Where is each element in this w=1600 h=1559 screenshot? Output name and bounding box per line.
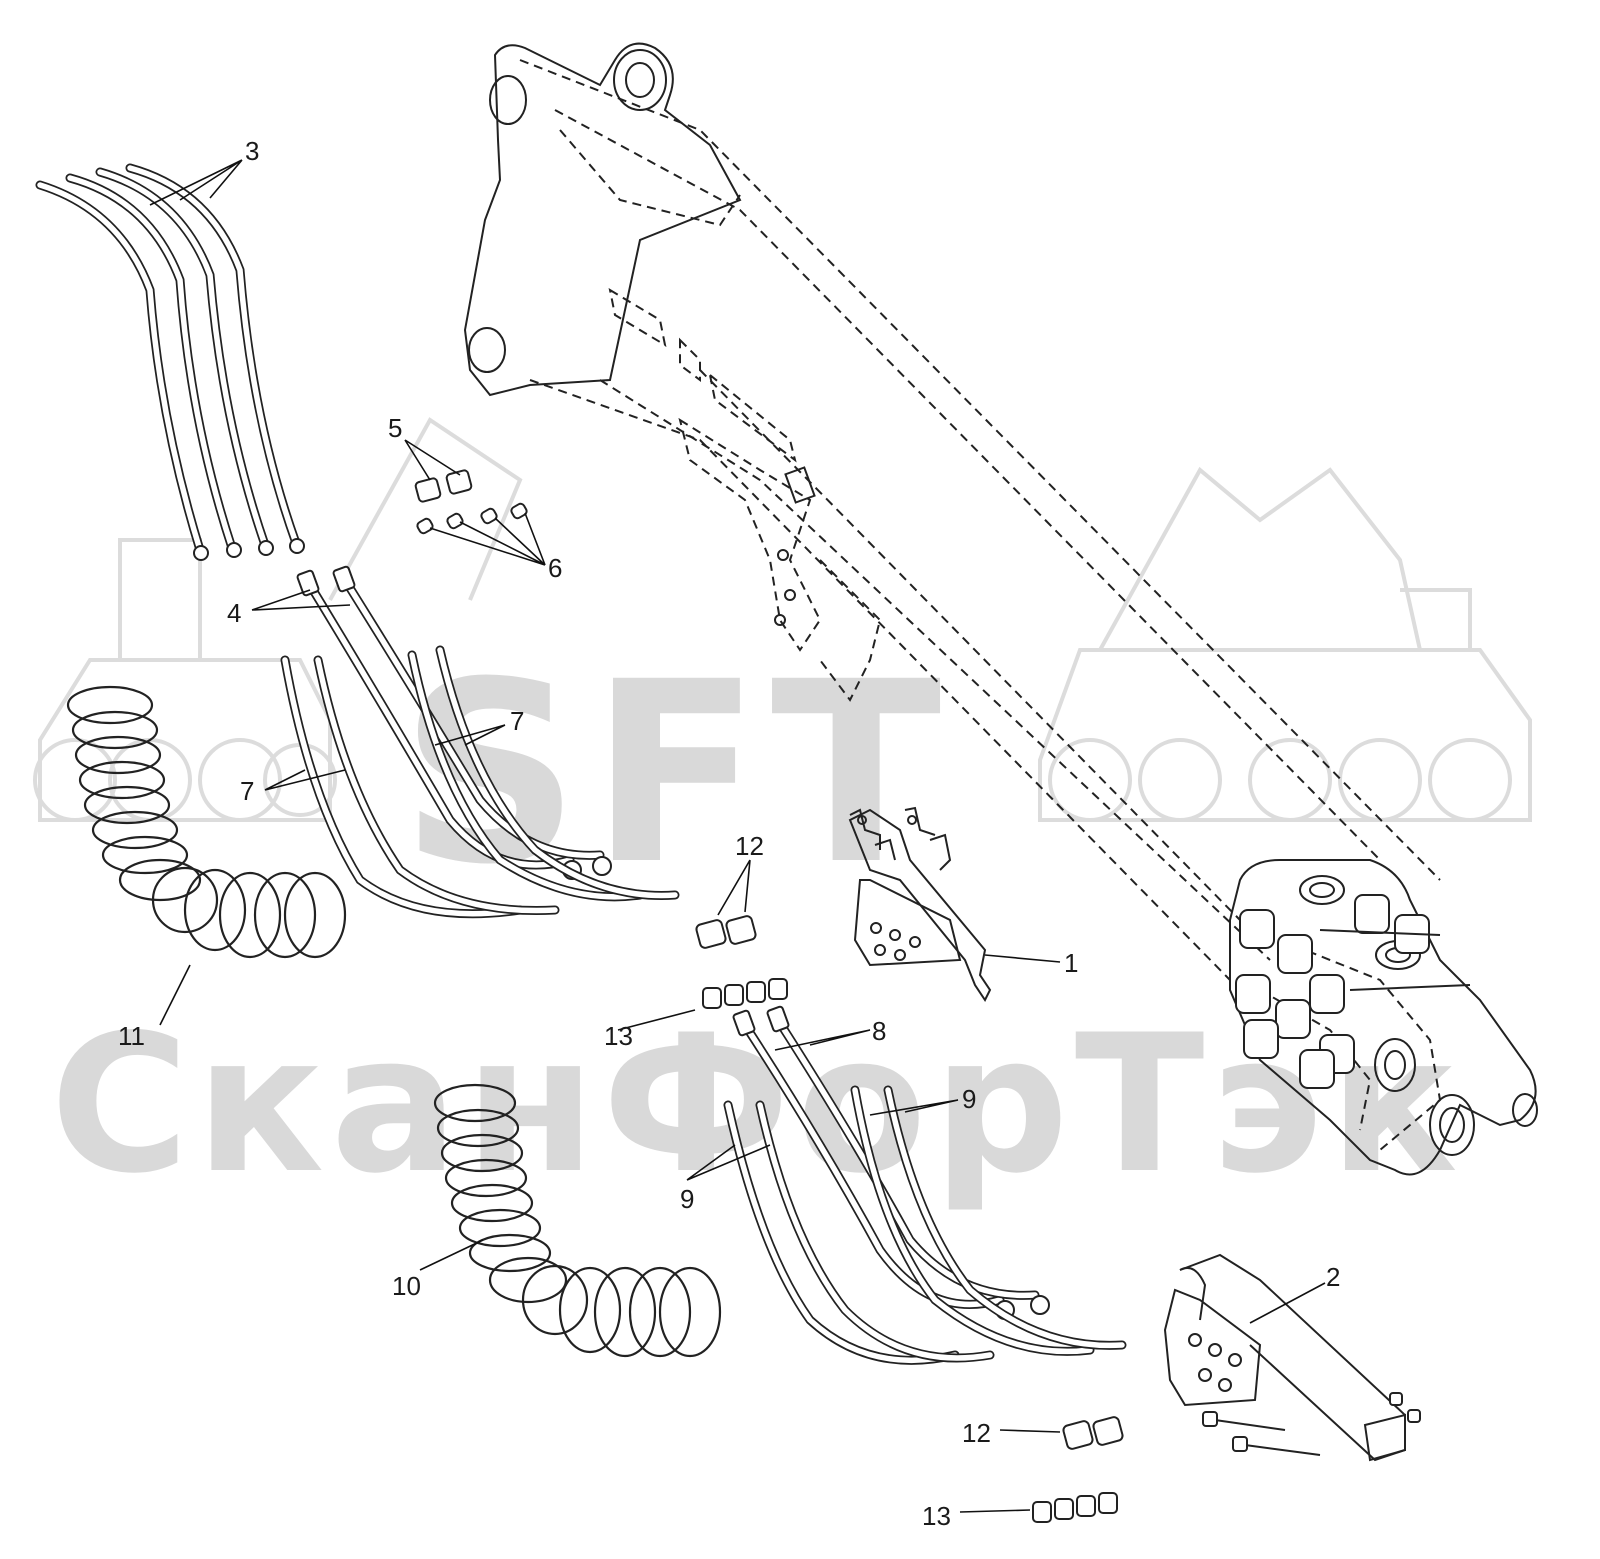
bracket-2-bolt-2 — [1244, 1444, 1321, 1456]
boom-arm-outline-top — [554, 109, 1381, 861]
hose-3-d — [125, 163, 301, 548]
callout-11: 11 — [118, 1021, 145, 1051]
boom-head-pin-top-inner — [1309, 882, 1335, 898]
part-12-fittings-upper — [695, 915, 757, 949]
callout-2: 2 — [1326, 1262, 1340, 1292]
hose-7-a — [280, 655, 525, 919]
boom-inner-box — [559, 129, 741, 227]
bracket-1-arm — [848, 808, 992, 1002]
hose-4-b — [340, 575, 605, 860]
part-9-hoses — [723, 1085, 1127, 1365]
boom-slot-1 — [608, 287, 667, 348]
hose-3-c — [95, 167, 270, 550]
watermark-machine-right — [1038, 466, 1532, 822]
bracket-1-plate — [853, 879, 962, 967]
hose-9-c — [850, 1085, 1095, 1356]
callout-6: 6 — [548, 553, 562, 583]
hose-8-b — [773, 1015, 1040, 1300]
callout-5: 5 — [388, 413, 402, 443]
part-3-hoses — [35, 163, 305, 561]
part-10-spiral-guard — [433, 1083, 722, 1358]
bracket-2-beam — [1179, 1253, 1406, 1462]
boom-head-pin-low-outer — [1429, 1094, 1475, 1156]
callout-8: 8 — [872, 1016, 886, 1046]
boom-head-inner — [1279, 939, 1442, 1151]
hose-7-c — [407, 650, 645, 902]
hose-7-b — [313, 655, 560, 915]
leader-lines — [149, 159, 1326, 1513]
bracket-2-beam-end — [1363, 1413, 1406, 1462]
callout-7-lower: 7 — [240, 776, 254, 806]
bracket-2-bolt-1 — [1214, 1419, 1286, 1431]
part-6-plugs — [416, 502, 528, 535]
callout-9-upper: 9 — [962, 1084, 976, 1114]
boom-lower-bracket — [678, 417, 822, 652]
boom-head-body — [1229, 859, 1537, 1176]
boom-top-pin-hole-inner — [625, 62, 655, 98]
boom-upper-pin-hole — [489, 75, 527, 125]
part-11-spiral-guard — [66, 685, 347, 959]
watermark-logo: SFT — [400, 628, 951, 919]
boom-slot-3 — [708, 372, 797, 463]
hose-7-d — [435, 645, 680, 900]
callout-7-upper: 7 — [510, 706, 524, 736]
boom-head-pin-right — [1512, 1093, 1538, 1127]
boom-arm-outline-upper — [519, 59, 1441, 881]
hose-3-a — [35, 180, 205, 555]
callout-12-upper: 12 — [735, 831, 764, 861]
hose-3-b — [65, 173, 237, 553]
boom-top-pin-hole-outer — [613, 49, 667, 111]
boom-arm-outline-bottom — [529, 379, 1231, 981]
boom-slot-2 — [679, 337, 701, 382]
part-13-fittings-upper — [702, 978, 788, 1009]
callout-10: 10 — [392, 1271, 421, 1301]
hose-9-a — [723, 1100, 960, 1365]
callout-3: 3 — [245, 136, 259, 166]
boom-upper-plate — [463, 42, 742, 397]
bracket-1-clamps — [849, 806, 952, 871]
watermark: SFT СканФорТэк — [33, 417, 1532, 1215]
callout-13-lower: 13 — [922, 1501, 951, 1531]
callout-12-lower: 12 — [962, 1418, 991, 1448]
boom-head-pin-top-outer — [1299, 875, 1345, 905]
boom-assembly — [463, 42, 1441, 981]
callout-9-lower: 9 — [680, 1184, 694, 1214]
boom-head-bolt-bar-1 — [1319, 929, 1441, 936]
boom-bracket-bolt-3 — [774, 614, 786, 626]
boom-arm-outline-lower — [599, 379, 1271, 961]
boom-head-pin-side-outer — [1374, 1038, 1416, 1092]
callout-13-upper: 13 — [604, 1021, 633, 1051]
boom-head-pin-low-inner — [1439, 1107, 1465, 1143]
boom-bracket-bolt-1 — [777, 549, 789, 561]
boom-lower-flange — [819, 559, 882, 702]
callout-4: 4 — [227, 598, 241, 628]
bracket-2-plate — [1163, 1288, 1262, 1407]
part-5-fittings — [414, 469, 473, 503]
callout-1: 1 — [1064, 948, 1078, 978]
boom-head-bolt-bar-2 — [1349, 984, 1471, 991]
boom-lower-pin-hole — [468, 327, 506, 373]
hose-9-d — [883, 1085, 1127, 1350]
part-13-fittings-lower — [1032, 1492, 1118, 1523]
boom-bracket-bolt-2 — [784, 589, 796, 601]
part-2-support-bracket — [1163, 1253, 1421, 1462]
part-12-fittings-lower — [1062, 1416, 1124, 1450]
hose-9-b — [755, 1100, 995, 1363]
valve-block-group — [1235, 894, 1430, 1089]
boom-head-assembly — [1229, 859, 1538, 1176]
boom-head-pin-side-inner — [1384, 1050, 1406, 1080]
boom-bracket-tab — [784, 466, 816, 504]
part-7-hoses — [280, 645, 680, 919]
boom-arm-center — [699, 369, 1241, 921]
part-1-hose-bracket — [848, 806, 992, 1002]
bracket-2-lug — [1179, 1266, 1207, 1321]
hose-8-a — [740, 1020, 1005, 1309]
hose-4-a — [305, 580, 575, 870]
callout-labels: 1 2 3 4 5 6 7 7 8 9 9 10 11 12 12 13 13 — [118, 136, 1340, 1531]
